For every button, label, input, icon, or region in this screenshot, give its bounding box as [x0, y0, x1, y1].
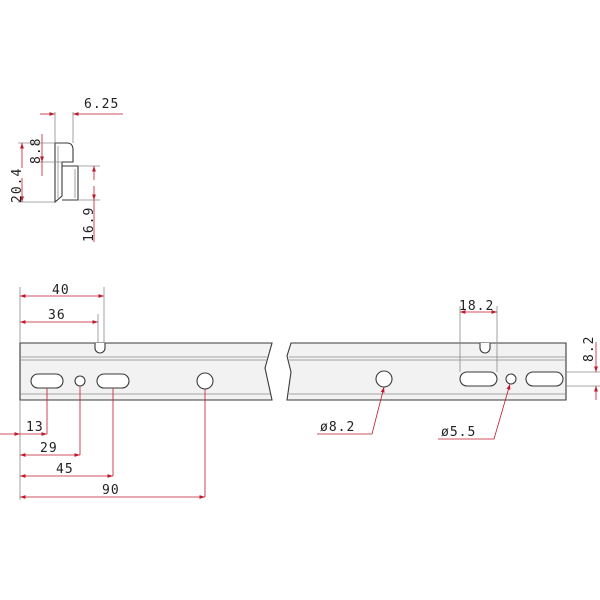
dim-lip-height: 8.8: [29, 138, 44, 164]
rail-right-slot-1: [459, 371, 498, 387]
dim-36: 36: [48, 308, 66, 323]
dim-45: 45: [56, 462, 74, 477]
rail-left-notch: [94, 343, 106, 354]
dim-inner-height: 16.9: [82, 207, 97, 242]
rail-left-slot-1: [30, 373, 64, 389]
dim-hole-small: ø5.5: [441, 425, 476, 440]
rail-right-hole-large: [375, 370, 393, 388]
rail-left-view: 40 36 13 29 45 90: [0, 283, 273, 500]
rail-right-notch: [479, 343, 491, 354]
dim-total-height: 20.4: [10, 168, 25, 203]
profile-view: 6.25 8.8 20.4 16.9: [10, 97, 123, 242]
rail-right-slot-2: [525, 371, 564, 387]
rail-right-hole-small: [505, 373, 517, 385]
rail-right-body: [286, 342, 567, 401]
rail-left-hole-small: [74, 375, 86, 387]
dim-slot-offset: 8.2: [582, 336, 597, 362]
profile-inner-lines: [57, 146, 76, 198]
dim-13: 13: [26, 420, 44, 435]
rail-left-slot-2: [96, 373, 130, 389]
rail-right-view: 18.2 8.2 ø8.2 ø5.5: [286, 299, 600, 440]
rail-left-body: [19, 342, 273, 401]
profile-lower-leg: [62, 165, 79, 201]
dim-lip-width: 6.25: [84, 97, 119, 112]
dim-slot-length: 18.2: [459, 299, 494, 314]
dim-hole-large: ø8.2: [320, 420, 355, 435]
profile-outline: [54, 142, 74, 204]
dim-29: 29: [40, 441, 58, 456]
dim-90: 90: [102, 483, 120, 498]
dim-40: 40: [52, 283, 70, 298]
rail-left-hole-large: [196, 372, 214, 390]
